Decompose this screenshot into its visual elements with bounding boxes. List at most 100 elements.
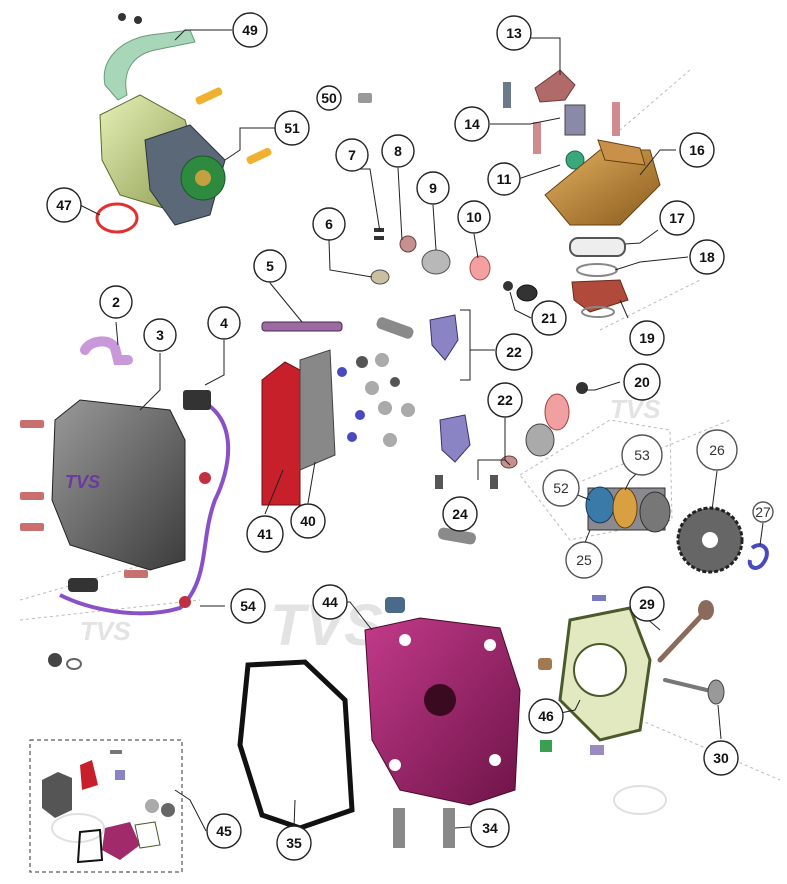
callout-circle: [381, 134, 415, 168]
callout-number: 6: [325, 216, 333, 232]
callout-circle: [470, 808, 510, 848]
valve-spring-and-camshaft: [519, 382, 769, 574]
callout-circle: [621, 434, 663, 476]
callout-13: 13: [496, 15, 532, 51]
callout-26: 26: [696, 429, 738, 471]
callout-number: 19: [639, 330, 655, 346]
callout-25: 25: [565, 541, 603, 579]
callout-number: 2: [112, 294, 120, 310]
callout-circle: [679, 132, 715, 168]
inset-overview: [29, 739, 183, 873]
callout-14: 14: [454, 106, 490, 142]
callout-19: 19: [629, 320, 665, 356]
callout-circle: [623, 363, 661, 401]
callout-circle: [659, 200, 695, 236]
callout-number: 27: [755, 504, 771, 520]
callout-53: 53: [621, 434, 663, 476]
callout-number: 24: [452, 506, 468, 522]
callout-50: 50: [316, 85, 342, 111]
throttle-body: [95, 13, 272, 234]
callout-number: 22: [506, 344, 522, 360]
callout-number: 11: [497, 171, 512, 187]
callout-circle: [457, 200, 491, 234]
callout-circle: [629, 586, 665, 622]
callout-number: 16: [689, 142, 705, 158]
callout-22: 22: [487, 382, 523, 418]
callout-circle: [696, 429, 738, 471]
callout-number: 41: [257, 526, 273, 542]
callout-number: 17: [669, 210, 685, 226]
callout-number: 46: [538, 708, 554, 724]
callout-2: 2: [99, 285, 133, 319]
callout-7: 7: [335, 138, 369, 172]
callout-9: 9: [416, 171, 450, 205]
callout-circle: [46, 187, 82, 223]
callout-number: 18: [699, 249, 715, 265]
callout-number: 30: [713, 750, 729, 766]
callout-circle: [232, 12, 268, 48]
callout-circle: [290, 503, 326, 539]
callout-number: 51: [284, 120, 300, 136]
callout-circle: [207, 306, 241, 340]
callout-17: 17: [659, 200, 695, 236]
callout-circle: [312, 584, 348, 620]
callout-circle: [143, 318, 177, 352]
callout-number: 7: [348, 147, 356, 163]
callout-47: 47: [46, 187, 82, 223]
callout-number: 3: [156, 327, 164, 343]
callout-number: 49: [242, 22, 258, 38]
callout-circle: [316, 85, 342, 111]
callout-4: 4: [207, 306, 241, 340]
callout-circle: [276, 825, 312, 861]
callout-circle: [230, 588, 266, 624]
callout-circle: [703, 740, 739, 776]
callout-number: 52: [553, 480, 569, 496]
callout-circle: [496, 15, 532, 51]
callout-6: 6: [312, 207, 346, 241]
callout-41: 41: [246, 515, 284, 553]
callout-34: 34: [470, 808, 510, 848]
callout-circle: [629, 320, 665, 356]
callout-number: 29: [639, 596, 655, 612]
callout-circle: [542, 469, 580, 507]
inlet-manifold: [503, 69, 661, 318]
callout-46: 46: [528, 698, 564, 734]
callout-circle: [416, 171, 450, 205]
callout-51: 51: [274, 110, 310, 146]
callout-number: 44: [322, 594, 338, 610]
callout-49: 49: [232, 12, 268, 48]
callout-circle: [454, 106, 490, 142]
callout-11: 11: [487, 162, 521, 196]
callout-number: 22: [497, 392, 513, 408]
callout-number: 25: [576, 552, 592, 568]
callout-number: 9: [429, 180, 437, 196]
callout-number: 10: [466, 209, 482, 225]
callout-number: 21: [541, 310, 557, 326]
callout-21: 21: [531, 300, 567, 336]
callout-number: 54: [240, 598, 256, 614]
cover-logo: TVS: [65, 472, 100, 492]
callout-30: 30: [703, 740, 739, 776]
callout-number: 26: [709, 442, 725, 458]
callout-number: 5: [266, 258, 274, 274]
callout-29: 29: [629, 586, 665, 622]
callout-44: 44: [312, 584, 348, 620]
callout-circle: [274, 110, 310, 146]
callout-number: 13: [506, 25, 522, 41]
callout-number: 50: [321, 90, 337, 106]
callout-circle: [487, 162, 521, 196]
callout-number: 8: [394, 143, 402, 159]
callout-40: 40: [290, 503, 326, 539]
callout-number: 53: [634, 447, 650, 463]
callout-35: 35: [276, 825, 312, 861]
callout-circle: [253, 249, 287, 283]
callout-circle: [689, 239, 725, 275]
cylinder-head-cover: TVS: [20, 336, 231, 670]
callout-8: 8: [381, 134, 415, 168]
callout-circle: [531, 300, 567, 336]
callout-number: 20: [634, 374, 650, 390]
callout-circle: [99, 285, 133, 319]
